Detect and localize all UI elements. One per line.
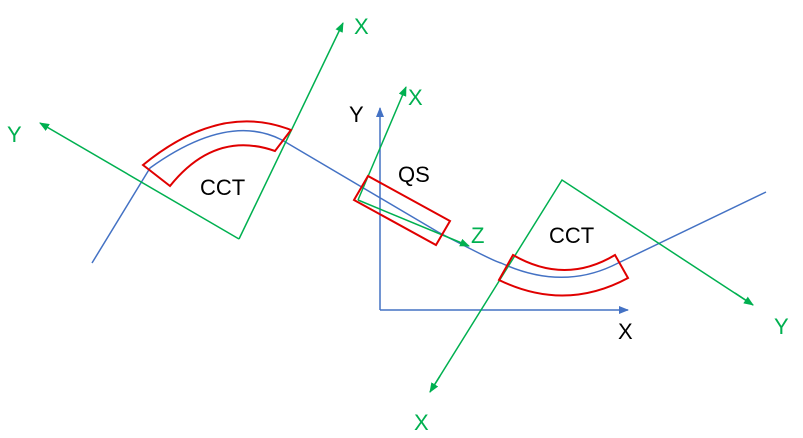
global-y-label: Y <box>349 102 364 127</box>
cct-left-outline <box>141 120 293 188</box>
right-frame-x-axis <box>429 375 441 393</box>
cct-right-label: CCT <box>549 223 594 248</box>
right-frame-axes <box>429 178 754 393</box>
qs-magnet-outline <box>352 174 452 247</box>
global-x-label: X <box>618 319 633 344</box>
left-frame-x-label: X <box>354 14 369 39</box>
right-frame-x-label: X <box>414 410 429 435</box>
left-frame-y-label: Y <box>7 122 22 147</box>
qs-label: QS <box>398 162 430 187</box>
middle-frame-z-axis <box>357 199 470 247</box>
middle-frame-z-label: Z <box>471 223 484 248</box>
cct-right-outline <box>497 253 630 297</box>
right-frame-y-label: Y <box>774 314 789 339</box>
beam-path <box>91 129 767 279</box>
middle-frame-x-label: X <box>408 85 423 110</box>
cct-left-label: CCT <box>200 175 245 200</box>
left-frame-y-axis <box>39 122 240 240</box>
right-frame-y-axis <box>734 292 754 306</box>
